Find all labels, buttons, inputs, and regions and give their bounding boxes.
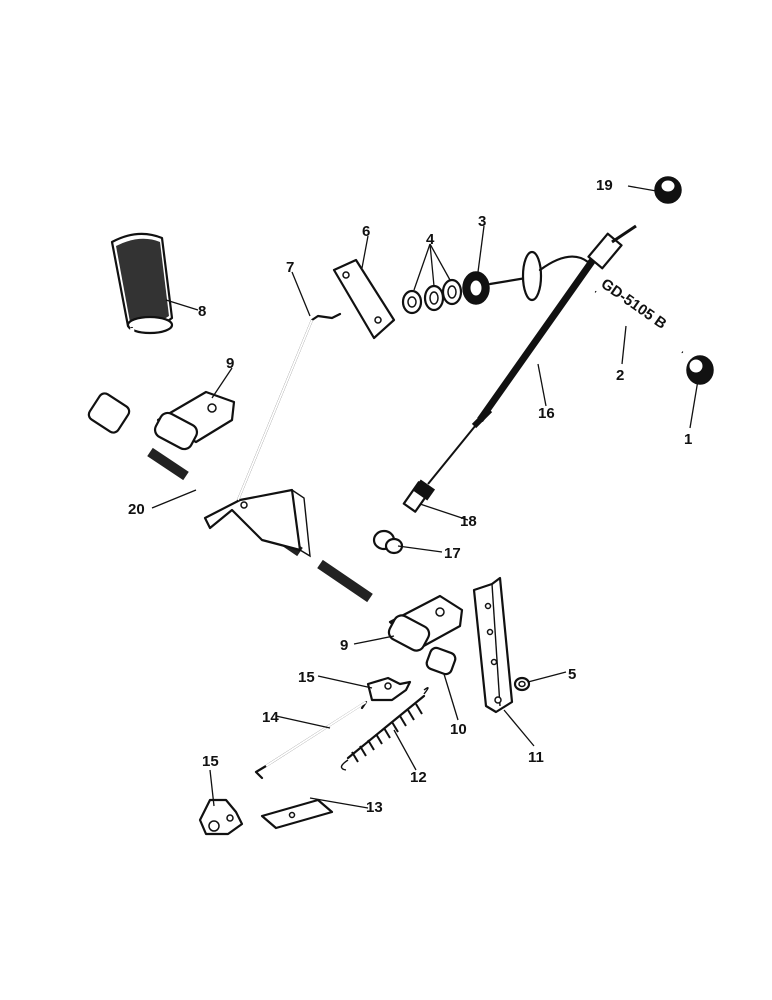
pedal-shaft (86, 326, 424, 635)
pedal-pad (110, 232, 174, 335)
label-13: 13 (366, 799, 383, 816)
label-18: 18 (460, 513, 477, 530)
label-19: 19 (596, 177, 613, 194)
label-16: 16 (538, 405, 555, 422)
label-2: 2 (616, 367, 624, 384)
clevis-pin (402, 479, 436, 513)
label-4: 4 (426, 231, 435, 248)
label-17: 17 (444, 545, 461, 562)
label-12: 12 (410, 769, 427, 786)
callout-labels: 19 1 2 3 4 5 6 7 8 9 9 10 11 12 13 14 15… (128, 177, 692, 816)
label-9-lower: 9 (340, 637, 348, 654)
label-14: 14 (262, 709, 279, 726)
label-10: 10 (450, 721, 467, 738)
bushing (425, 646, 457, 676)
label-7: 7 (286, 259, 294, 276)
label-1: 1 (684, 431, 692, 448)
clip-upper (366, 676, 412, 702)
label-11: 11 (528, 749, 544, 766)
label-8: 8 (198, 303, 206, 320)
small-washer (513, 676, 531, 692)
rod-stamp: GD-5105 B (598, 275, 670, 333)
lever-bracket (472, 576, 514, 714)
label-9-upper: 9 (226, 355, 234, 372)
threaded-rod: GD-5105 B (594, 275, 684, 354)
lock-nut (372, 529, 404, 555)
washers (401, 278, 463, 315)
label-20: 20 (128, 501, 145, 518)
label-3: 3 (478, 213, 486, 230)
link-rod-lower (254, 700, 368, 780)
cap-end (686, 355, 714, 385)
label-5: 5 (568, 666, 576, 683)
wear-plate (260, 798, 334, 830)
spring (340, 687, 429, 771)
bracket-lower (387, 594, 464, 652)
plate (332, 258, 396, 340)
label-6: 6 (362, 223, 370, 240)
bracket-upper (153, 390, 236, 451)
cap-top (654, 176, 682, 204)
leader-lines (151, 185, 699, 809)
cable (427, 224, 637, 485)
clip-lower (198, 798, 244, 836)
label-15-upper: 15 (298, 669, 315, 686)
nut (462, 271, 490, 305)
cable-bolt (488, 250, 543, 302)
label-15-lower: 15 (202, 753, 219, 770)
link-rod (236, 312, 342, 502)
